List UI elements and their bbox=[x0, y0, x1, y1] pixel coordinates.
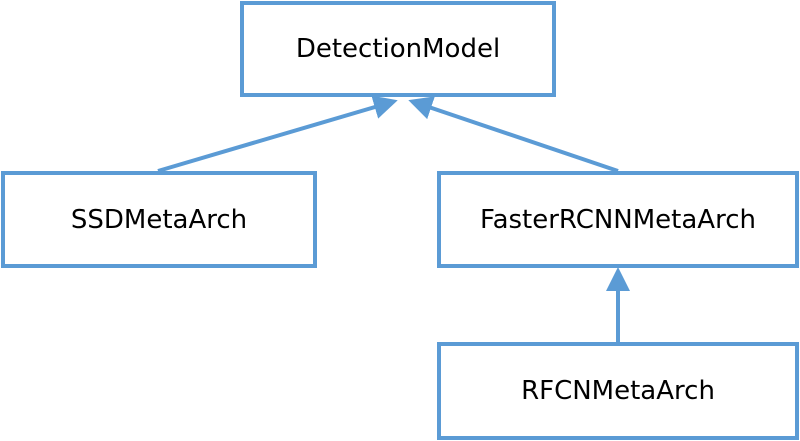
node-faster-rcnn-meta-arch: FasterRCNNMetaArch bbox=[437, 171, 799, 268]
edge-ssd-to-detection bbox=[157, 95, 398, 173]
edge-faster-to-detection bbox=[408, 96, 619, 173]
node-detection-model: DetectionModel bbox=[240, 1, 556, 97]
node-label: FasterRCNNMetaArch bbox=[480, 204, 756, 235]
node-label: SSDMetaArch bbox=[70, 204, 248, 235]
node-label: DetectionModel bbox=[295, 34, 501, 64]
node-rfcn-meta-arch: RFCNMetaArch bbox=[437, 342, 799, 440]
node-ssd-meta-arch: SSDMetaArch bbox=[1, 171, 317, 268]
node-label: RFCNMetaArch bbox=[521, 376, 715, 406]
